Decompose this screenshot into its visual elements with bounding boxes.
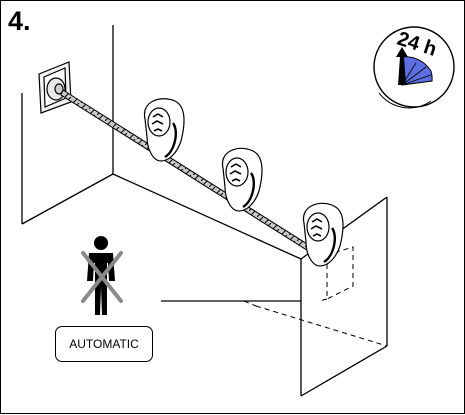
room-walls (21, 25, 388, 397)
step-number: 4. (8, 6, 31, 36)
cable (60, 89, 324, 260)
cross-out-icon (81, 251, 123, 303)
wall-socket-icon (38, 61, 72, 114)
person-icon (87, 236, 115, 315)
clock-24h-icon: 24 h (373, 26, 455, 109)
urinal-icon (143, 98, 185, 162)
hidden-edges (243, 246, 388, 347)
urinal-icon (221, 147, 263, 212)
mode-label: AUTOMATIC (55, 326, 153, 362)
urinal-icon (302, 202, 344, 267)
